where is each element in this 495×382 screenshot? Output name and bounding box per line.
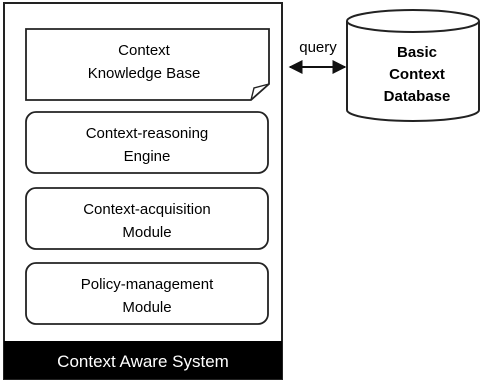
acquisition-module-box: Context-acquisition Module <box>25 187 269 250</box>
system-label: Context Aware System <box>57 352 229 371</box>
database-line2: Context <box>389 66 445 83</box>
reasoning-engine-line2: Engine <box>124 148 171 165</box>
knowledge-base-line1: Context <box>118 42 171 59</box>
policy-module-line1: Policy-management <box>81 276 214 293</box>
policy-module-line2: Module <box>122 299 171 316</box>
query-label: query <box>299 39 337 56</box>
knowledge-base-line2: Knowledge Base <box>88 65 201 82</box>
system-label-bar <box>4 341 282 379</box>
reasoning-engine-box: Context-reasoning Engine <box>25 111 269 174</box>
acquisition-module-line1: Context-acquisition <box>83 201 211 218</box>
reasoning-engine-line1: Context-reasoning <box>86 125 209 142</box>
knowledge-base-box: Context Knowledge Base <box>25 28 270 101</box>
acquisition-module-line2: Module <box>122 224 171 241</box>
database-line3: Database <box>384 88 451 105</box>
policy-module-box: Policy-management Module <box>25 262 269 325</box>
database-line1: Basic <box>397 44 437 61</box>
database-cylinder: Basic Context Database <box>346 9 480 122</box>
